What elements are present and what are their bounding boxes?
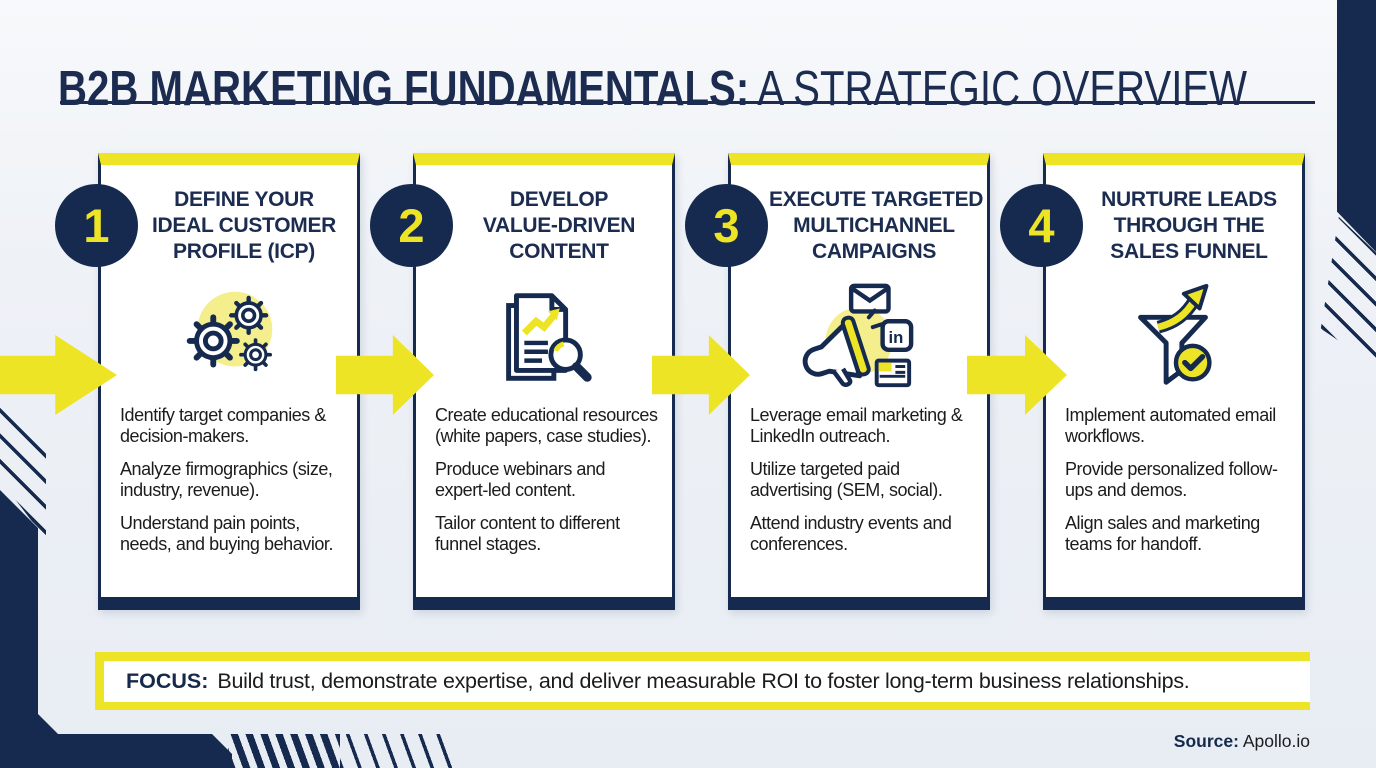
step-card-3: 3 EXECUTE TARGETED MULTICHANNEL CAMPAIGN…	[685, 153, 990, 610]
bullet: Implement automated email workflows.	[1065, 405, 1276, 446]
diagonal-stripes-bottom-thick	[228, 734, 340, 768]
step-card-2: 2 DEVELOP VALUE-DRIVEN CONTENT Create ed…	[370, 153, 675, 610]
bullet: Produce webinars and expert-led content.	[435, 459, 606, 500]
bullet: Analyze firmographics (size, industry, r…	[120, 459, 333, 500]
step-bullets: Create educational resources (white pape…	[416, 397, 672, 555]
gears-icon	[169, 277, 289, 397]
svg-text:in: in	[889, 328, 904, 347]
step-heading: DEVELOP VALUE-DRIVEN CONTENT	[482, 188, 636, 263]
step-bullets: Identify target companies & decision-mak…	[101, 397, 357, 555]
corner-accent-top-right	[1337, 0, 1376, 252]
megaphone-channels-icon: in	[799, 277, 919, 397]
bullet: Align sales and marketing teams for hand…	[1065, 513, 1260, 554]
source-value: Apollo.io	[1242, 731, 1310, 751]
source-label: Source:	[1173, 731, 1239, 751]
step-heading: NURTURE LEADS THROUGH THE SALES FUNNEL	[1101, 188, 1277, 263]
title-divider	[60, 101, 1315, 104]
focus-banner: FOCUS: Build trust, demonstrate expertis…	[95, 652, 1310, 710]
step-card-4: 4 NURTURE LEADS THROUGH THE SALES FUNNEL…	[1000, 153, 1305, 610]
bullet: Utilize targeted paid advertising (SEM, …	[750, 459, 943, 500]
source-line: Source: Apollo.io	[1174, 731, 1310, 752]
bullet: Tailor content to different funnel stage…	[435, 513, 620, 554]
page-title: B2B MARKETING FUNDAMENTALS:A STRATEGIC O…	[58, 61, 1248, 117]
bullet: Identify target companies & decision-mak…	[120, 405, 326, 446]
bullet: Leverage email marketing & LinkedIn outr…	[750, 405, 963, 446]
title-strong: B2B MARKETING FUNDAMENTALS:	[58, 61, 750, 116]
step-heading: EXECUTE TARGETED MULTICHANNEL CAMPAIGNS	[769, 188, 984, 263]
document-chart-magnifier-icon	[484, 277, 604, 397]
step-number-badge: 4	[1000, 184, 1083, 267]
bullet: Create educational resources (white pape…	[435, 405, 658, 446]
bullet: Understand pain points, needs, and buyin…	[120, 513, 334, 554]
step-number-badge: 3	[685, 184, 768, 267]
step-heading: DEFINE YOUR IDEAL CUSTOMER PROFILE (ICP)	[151, 188, 337, 263]
step-bullets: Leverage email marketing & LinkedIn outr…	[731, 397, 987, 555]
focus-label: FOCUS:	[126, 669, 209, 693]
title-light: A STRATEGIC OVERVIEW	[757, 61, 1248, 116]
bullet: Provide personalized follow-ups and demo…	[1065, 459, 1278, 500]
focus-text: Build trust, demonstrate expertise, and …	[217, 669, 1190, 693]
step-number-badge: 1	[55, 184, 138, 267]
bullet: Attend industry events and conferences.	[750, 513, 952, 554]
step-bullets: Implement automated email workflows. Pro…	[1046, 397, 1302, 555]
diagonal-stripes-bottom-thin	[340, 734, 452, 768]
step-number-badge: 2	[370, 184, 453, 267]
funnel-check-icon	[1114, 277, 1234, 397]
step-card-1: 1 DEFINE YOUR IDEAL CUSTOMER PROFILE (IC…	[55, 153, 360, 610]
